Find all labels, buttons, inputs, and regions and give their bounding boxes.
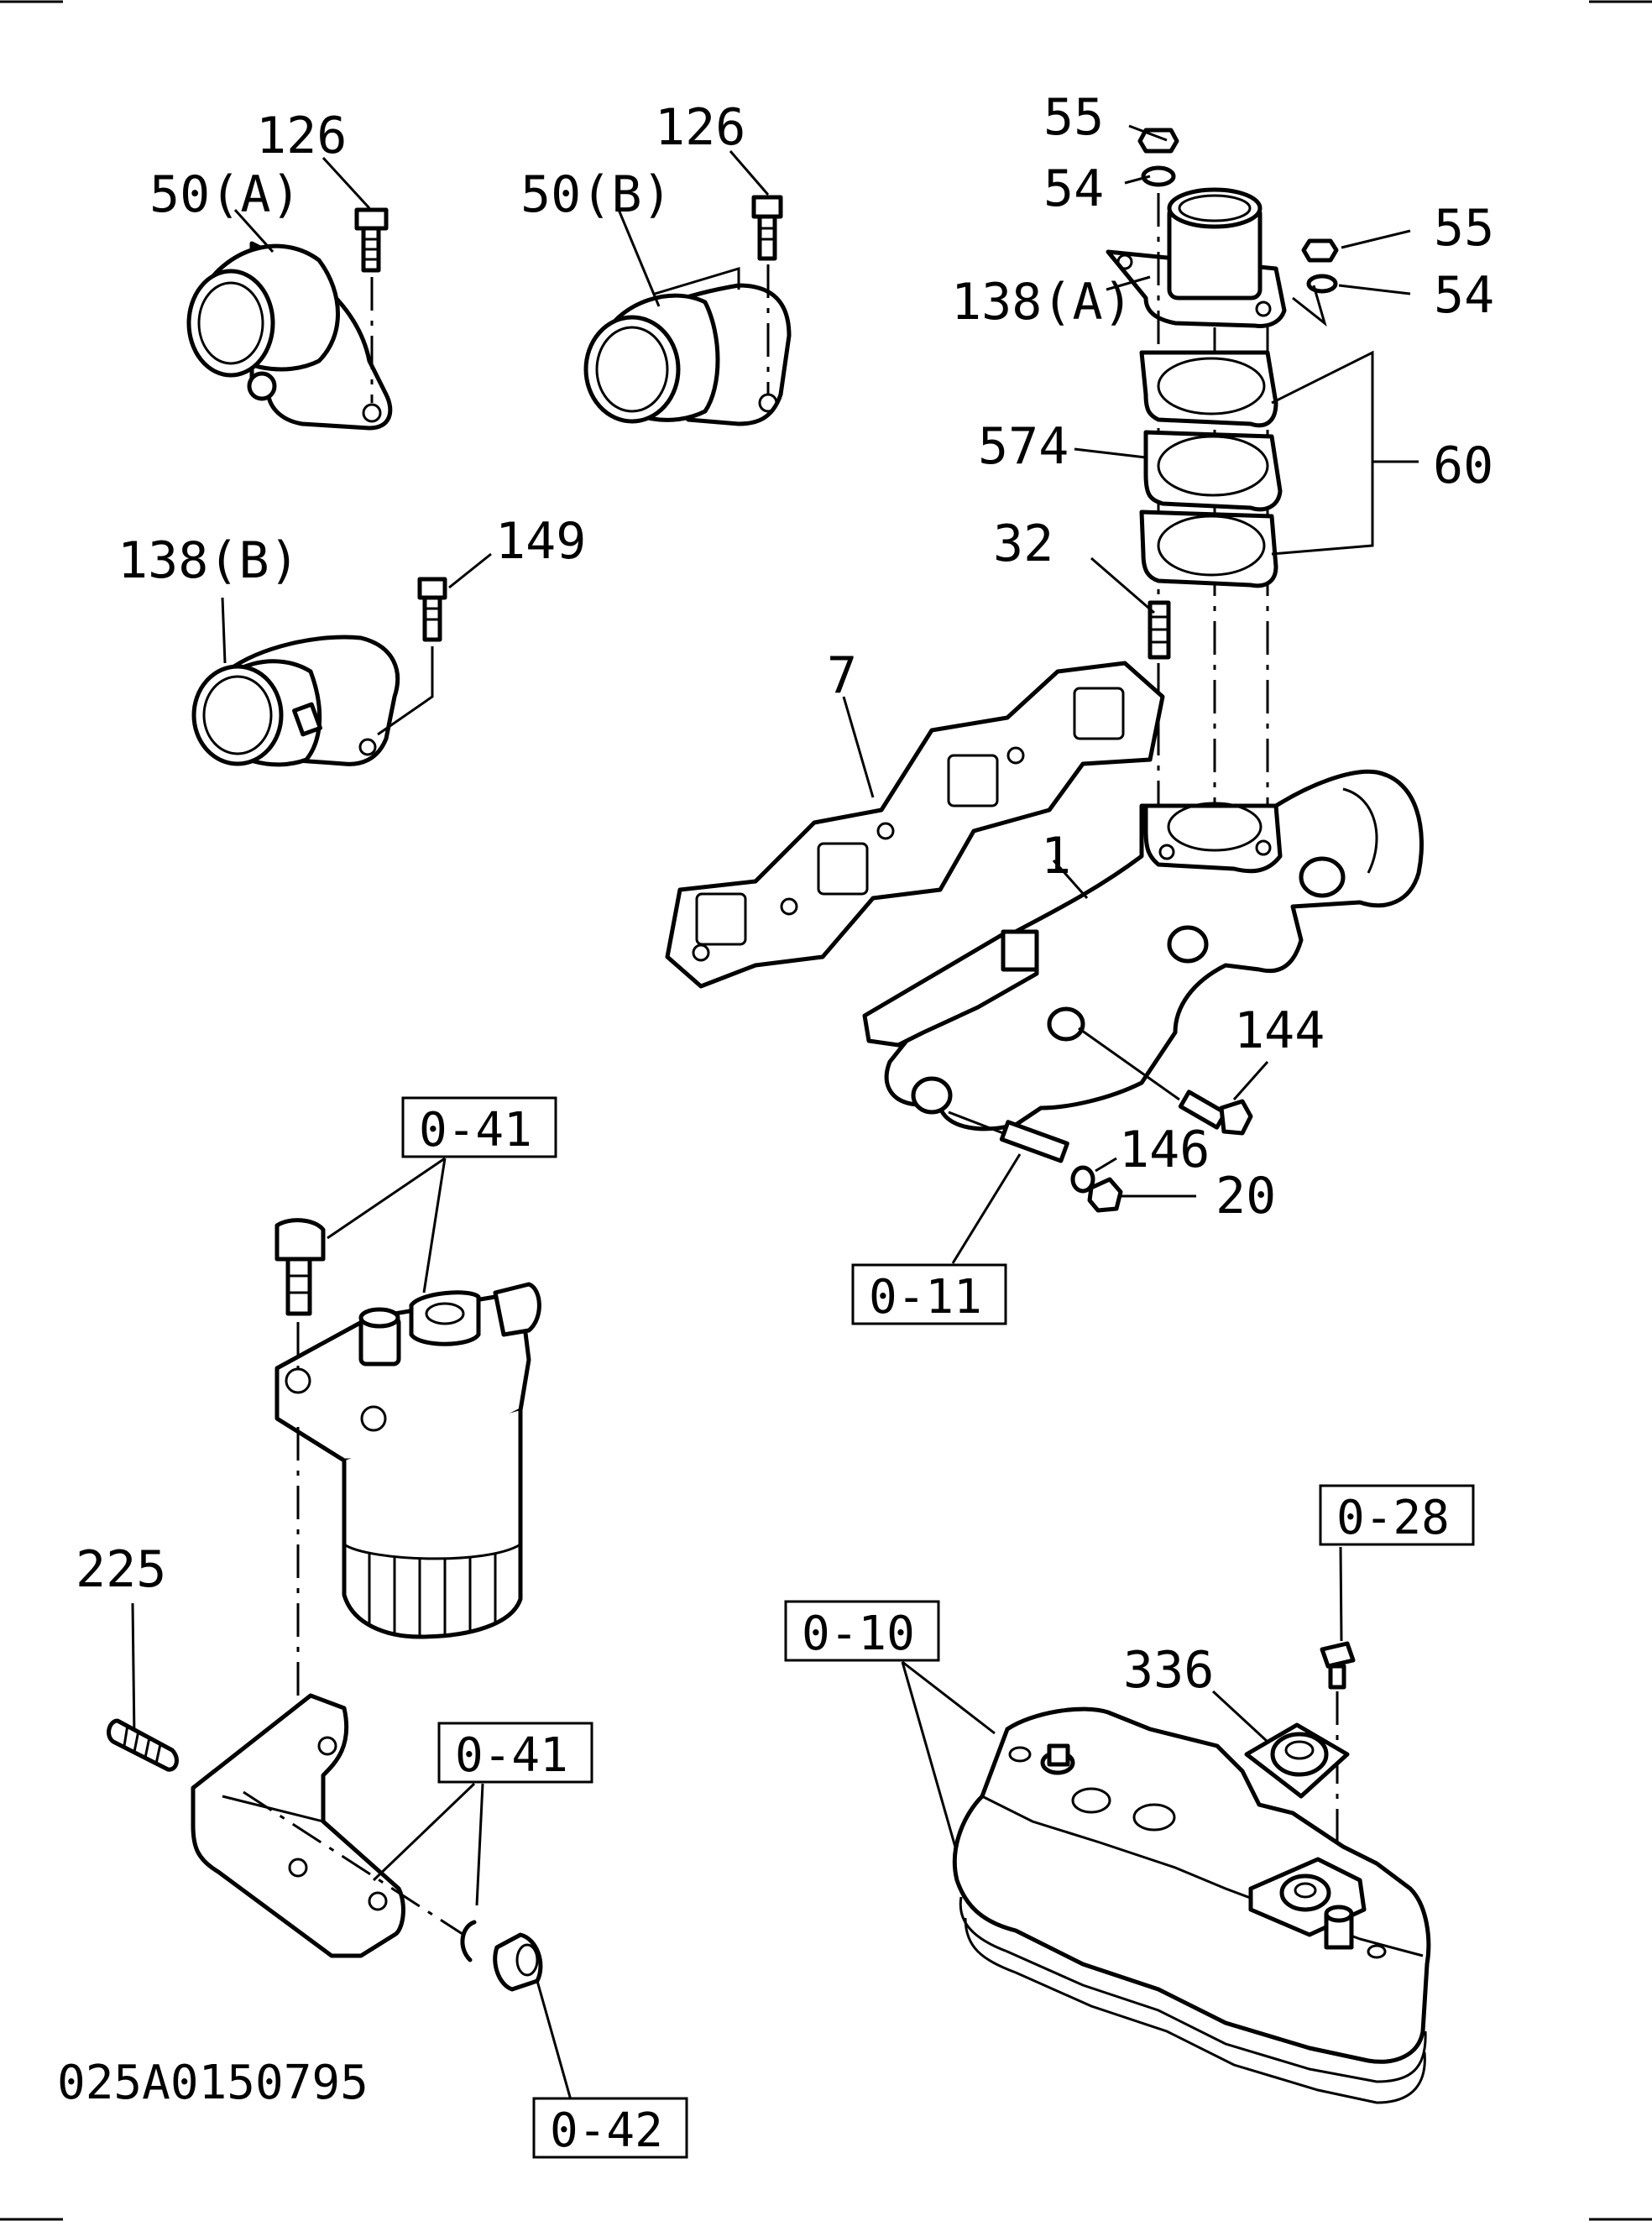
nut-55a[interactable]	[1137, 128, 1179, 154]
thermostat-housing-50a[interactable]	[186, 241, 393, 431]
screw-0-28[interactable]	[1320, 1641, 1356, 1690]
bolt-126a[interactable]	[354, 207, 389, 273]
callout-144: 144	[1234, 1001, 1325, 1060]
exhaust-manifold-1[interactable]	[862, 769, 1424, 1131]
stud-0-11[interactable]	[948, 1110, 1069, 1163]
washer-54a[interactable]	[1141, 165, 1176, 187]
stud-32[interactable]	[1148, 600, 1171, 660]
ref-0-41-lower: 0-41	[455, 1728, 568, 1783]
callout-225: 225	[76, 1540, 166, 1599]
thermostat-housing-50b[interactable]	[583, 266, 792, 426]
callout-32: 32	[993, 515, 1053, 573]
stud-225[interactable]	[107, 1718, 179, 1772]
bolt-0-41-upper[interactable]	[274, 1218, 326, 1316]
callout-54b: 54	[1434, 266, 1494, 325]
drawing-code: 025A0150795	[57, 2056, 369, 2110]
callout-138a: 138(A)	[951, 273, 1133, 332]
callout-55b: 55	[1434, 199, 1494, 258]
callout-574: 574	[978, 417, 1069, 476]
washer-146[interactable]	[1070, 1165, 1095, 1194]
filter-bracket[interactable]	[191, 1693, 405, 1958]
washer-0-41-lower[interactable]	[460, 1920, 477, 1962]
fuel-filter[interactable]	[274, 1282, 541, 1639]
callout-1: 1	[1041, 827, 1071, 886]
callout-126b: 126	[655, 98, 745, 157]
callout-7: 7	[827, 646, 857, 705]
water-outlet-138a[interactable]	[1106, 187, 1287, 328]
callout-126a: 126	[256, 107, 347, 165]
ref-0-10: 0-10	[802, 1607, 915, 1661]
ref-0-11: 0-11	[869, 1270, 982, 1325]
spacer-0-42[interactable]	[493, 1932, 543, 1992]
ref-0-28: 0-28	[1336, 1491, 1450, 1545]
gasket-60-upper[interactable]	[1139, 350, 1278, 428]
callout-54a: 54	[1043, 159, 1104, 218]
gasket-60-lower[interactable]	[1139, 510, 1278, 588]
manifold-gasket-7[interactable]	[665, 661, 1165, 989]
bolt-144[interactable]	[1078, 1027, 1253, 1136]
washer-54b[interactable]	[1306, 274, 1338, 294]
ref-0-41-upper: 0-41	[419, 1103, 532, 1158]
ref-box-0-28[interactable]	[1319, 1484, 1475, 1546]
ref-0-42: 0-42	[550, 2103, 663, 2158]
ref-box-0-11[interactable]	[851, 1263, 1007, 1325]
callout-20: 20	[1215, 1167, 1276, 1225]
ref-box-0-42[interactable]	[532, 2097, 688, 2159]
water-outlet-138b[interactable]	[191, 635, 400, 767]
callout-55a: 55	[1043, 88, 1104, 147]
callout-149: 149	[495, 512, 586, 571]
callout-60: 60	[1433, 436, 1493, 495]
callout-146: 146	[1119, 1121, 1210, 1179]
callout-138b: 138(B)	[118, 531, 300, 590]
callout-50a: 50(A)	[149, 165, 301, 224]
bolt-126b[interactable]	[751, 195, 783, 261]
gasket-574[interactable]	[1143, 430, 1283, 512]
nut-20[interactable]	[1087, 1177, 1123, 1213]
breather-336[interactable]	[1244, 1722, 1350, 1799]
ref-box-0-10[interactable]	[784, 1600, 940, 1662]
bolt-149[interactable]	[417, 577, 447, 642]
ref-box-0-41-upper[interactable]	[401, 1096, 557, 1158]
callout-336: 336	[1123, 1641, 1214, 1700]
ref-box-0-41-lower[interactable]	[437, 1722, 593, 1784]
rocker-cover-0-10[interactable]	[952, 1706, 1431, 2104]
nut-55b[interactable]	[1301, 238, 1339, 263]
callout-50b: 50(B)	[520, 165, 672, 224]
